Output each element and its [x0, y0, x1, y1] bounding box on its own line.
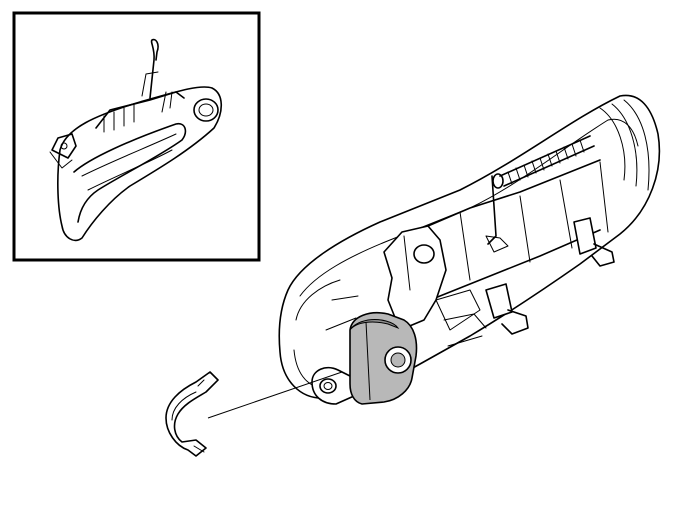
inset-handle [49, 38, 223, 242]
lever-bracket [383, 225, 481, 331]
mounting-pin-front [485, 283, 529, 335]
coil-spring [492, 135, 595, 189]
inset-view [12, 11, 261, 262]
handle-mechanism [278, 94, 661, 405]
lock-cylinder-highlighted [349, 312, 418, 405]
mounting-pin-rear [573, 217, 615, 267]
leader-line [207, 371, 343, 419]
retaining-clip [165, 371, 219, 457]
